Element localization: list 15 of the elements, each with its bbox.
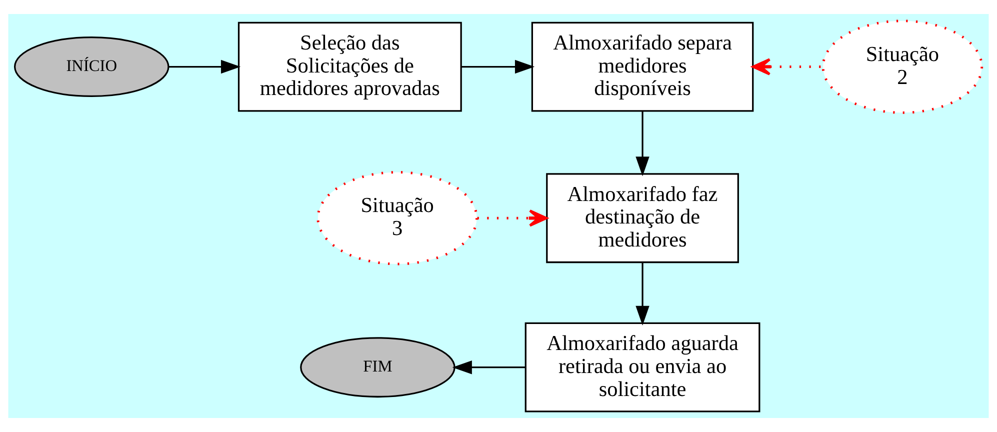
node-box: Almoxarifado aguarda retirada ou envia ao solicitante: [524, 322, 760, 412]
node-box: Almoxarifado faz destinação de medidores: [546, 173, 739, 264]
arrow: [636, 262, 650, 326]
node-ellipse: FIM: [300, 337, 456, 398]
node-ellipse: INÍCIO: [14, 36, 170, 98]
node-box: Seleção das Solicitações de medidores aprovadas: [238, 22, 462, 112]
node-ellipse: Situação 3: [316, 171, 478, 266]
arrow: [168, 60, 241, 74]
arrow: [452, 360, 526, 374]
node-ellipse: Situação 2: [822, 20, 984, 114]
arrow: [752, 58, 823, 76]
arrow: [461, 60, 535, 74]
arrow: [477, 210, 548, 227]
node-box: Almoxarifado separa medidores disponíveis: [531, 22, 754, 112]
arrow: [636, 111, 650, 176]
